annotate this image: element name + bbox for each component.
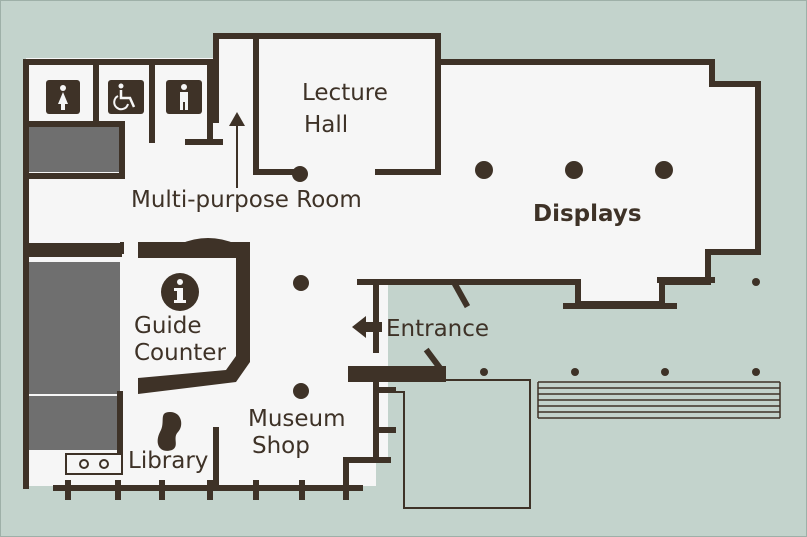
column bbox=[293, 275, 309, 291]
storage-top-wall bbox=[26, 243, 122, 257]
guide-counter-line-1: Guide bbox=[134, 313, 202, 339]
arrow-left-icon bbox=[352, 316, 382, 338]
column bbox=[655, 161, 673, 179]
walls bbox=[23, 33, 761, 491]
column bbox=[480, 368, 488, 376]
guide-counter-label: Guide Counter bbox=[134, 313, 226, 367]
column bbox=[661, 368, 669, 376]
columns bbox=[292, 161, 673, 399]
outdoor-columns bbox=[480, 278, 760, 376]
library-label: Library bbox=[128, 448, 209, 474]
lecture-hall-line-1: Lecture bbox=[302, 80, 388, 106]
column bbox=[293, 383, 309, 399]
burner bbox=[99, 459, 109, 469]
library-table bbox=[157, 412, 182, 451]
museum-shop-line-1: Museum bbox=[248, 406, 346, 432]
column bbox=[292, 166, 308, 182]
column bbox=[752, 278, 760, 286]
entrance-label: Entrance bbox=[386, 316, 490, 342]
information-icon bbox=[161, 273, 199, 311]
stove-fixture bbox=[65, 453, 123, 475]
outdoor-path bbox=[388, 379, 531, 509]
multi-purpose-room-label: Multi-purpose Room bbox=[131, 187, 362, 213]
column bbox=[565, 161, 583, 179]
museum-shop-line-2: Shop bbox=[252, 433, 310, 459]
column bbox=[475, 161, 493, 179]
burner bbox=[79, 459, 89, 469]
museum-shop-label: Museum Shop bbox=[248, 406, 346, 460]
female-person-icon bbox=[46, 80, 80, 114]
guide-counter-line-2: Counter bbox=[134, 340, 226, 366]
guide-counter-bump bbox=[180, 238, 236, 244]
lecture-hall-label: Lecture Hall bbox=[302, 80, 388, 139]
stairs bbox=[537, 381, 781, 419]
wheelchair-icon bbox=[108, 80, 144, 114]
lecture-hall-line-2: Hall bbox=[304, 112, 349, 138]
displays-label: Displays bbox=[533, 201, 642, 227]
wall-ticks bbox=[65, 387, 396, 500]
storage-blocks bbox=[28, 126, 120, 450]
column bbox=[571, 368, 579, 376]
column bbox=[752, 368, 760, 376]
arrow-up-icon bbox=[229, 112, 245, 188]
male-person-icon bbox=[166, 80, 202, 114]
guide-counter-desk bbox=[138, 242, 250, 394]
entrance-wall bbox=[348, 366, 446, 382]
